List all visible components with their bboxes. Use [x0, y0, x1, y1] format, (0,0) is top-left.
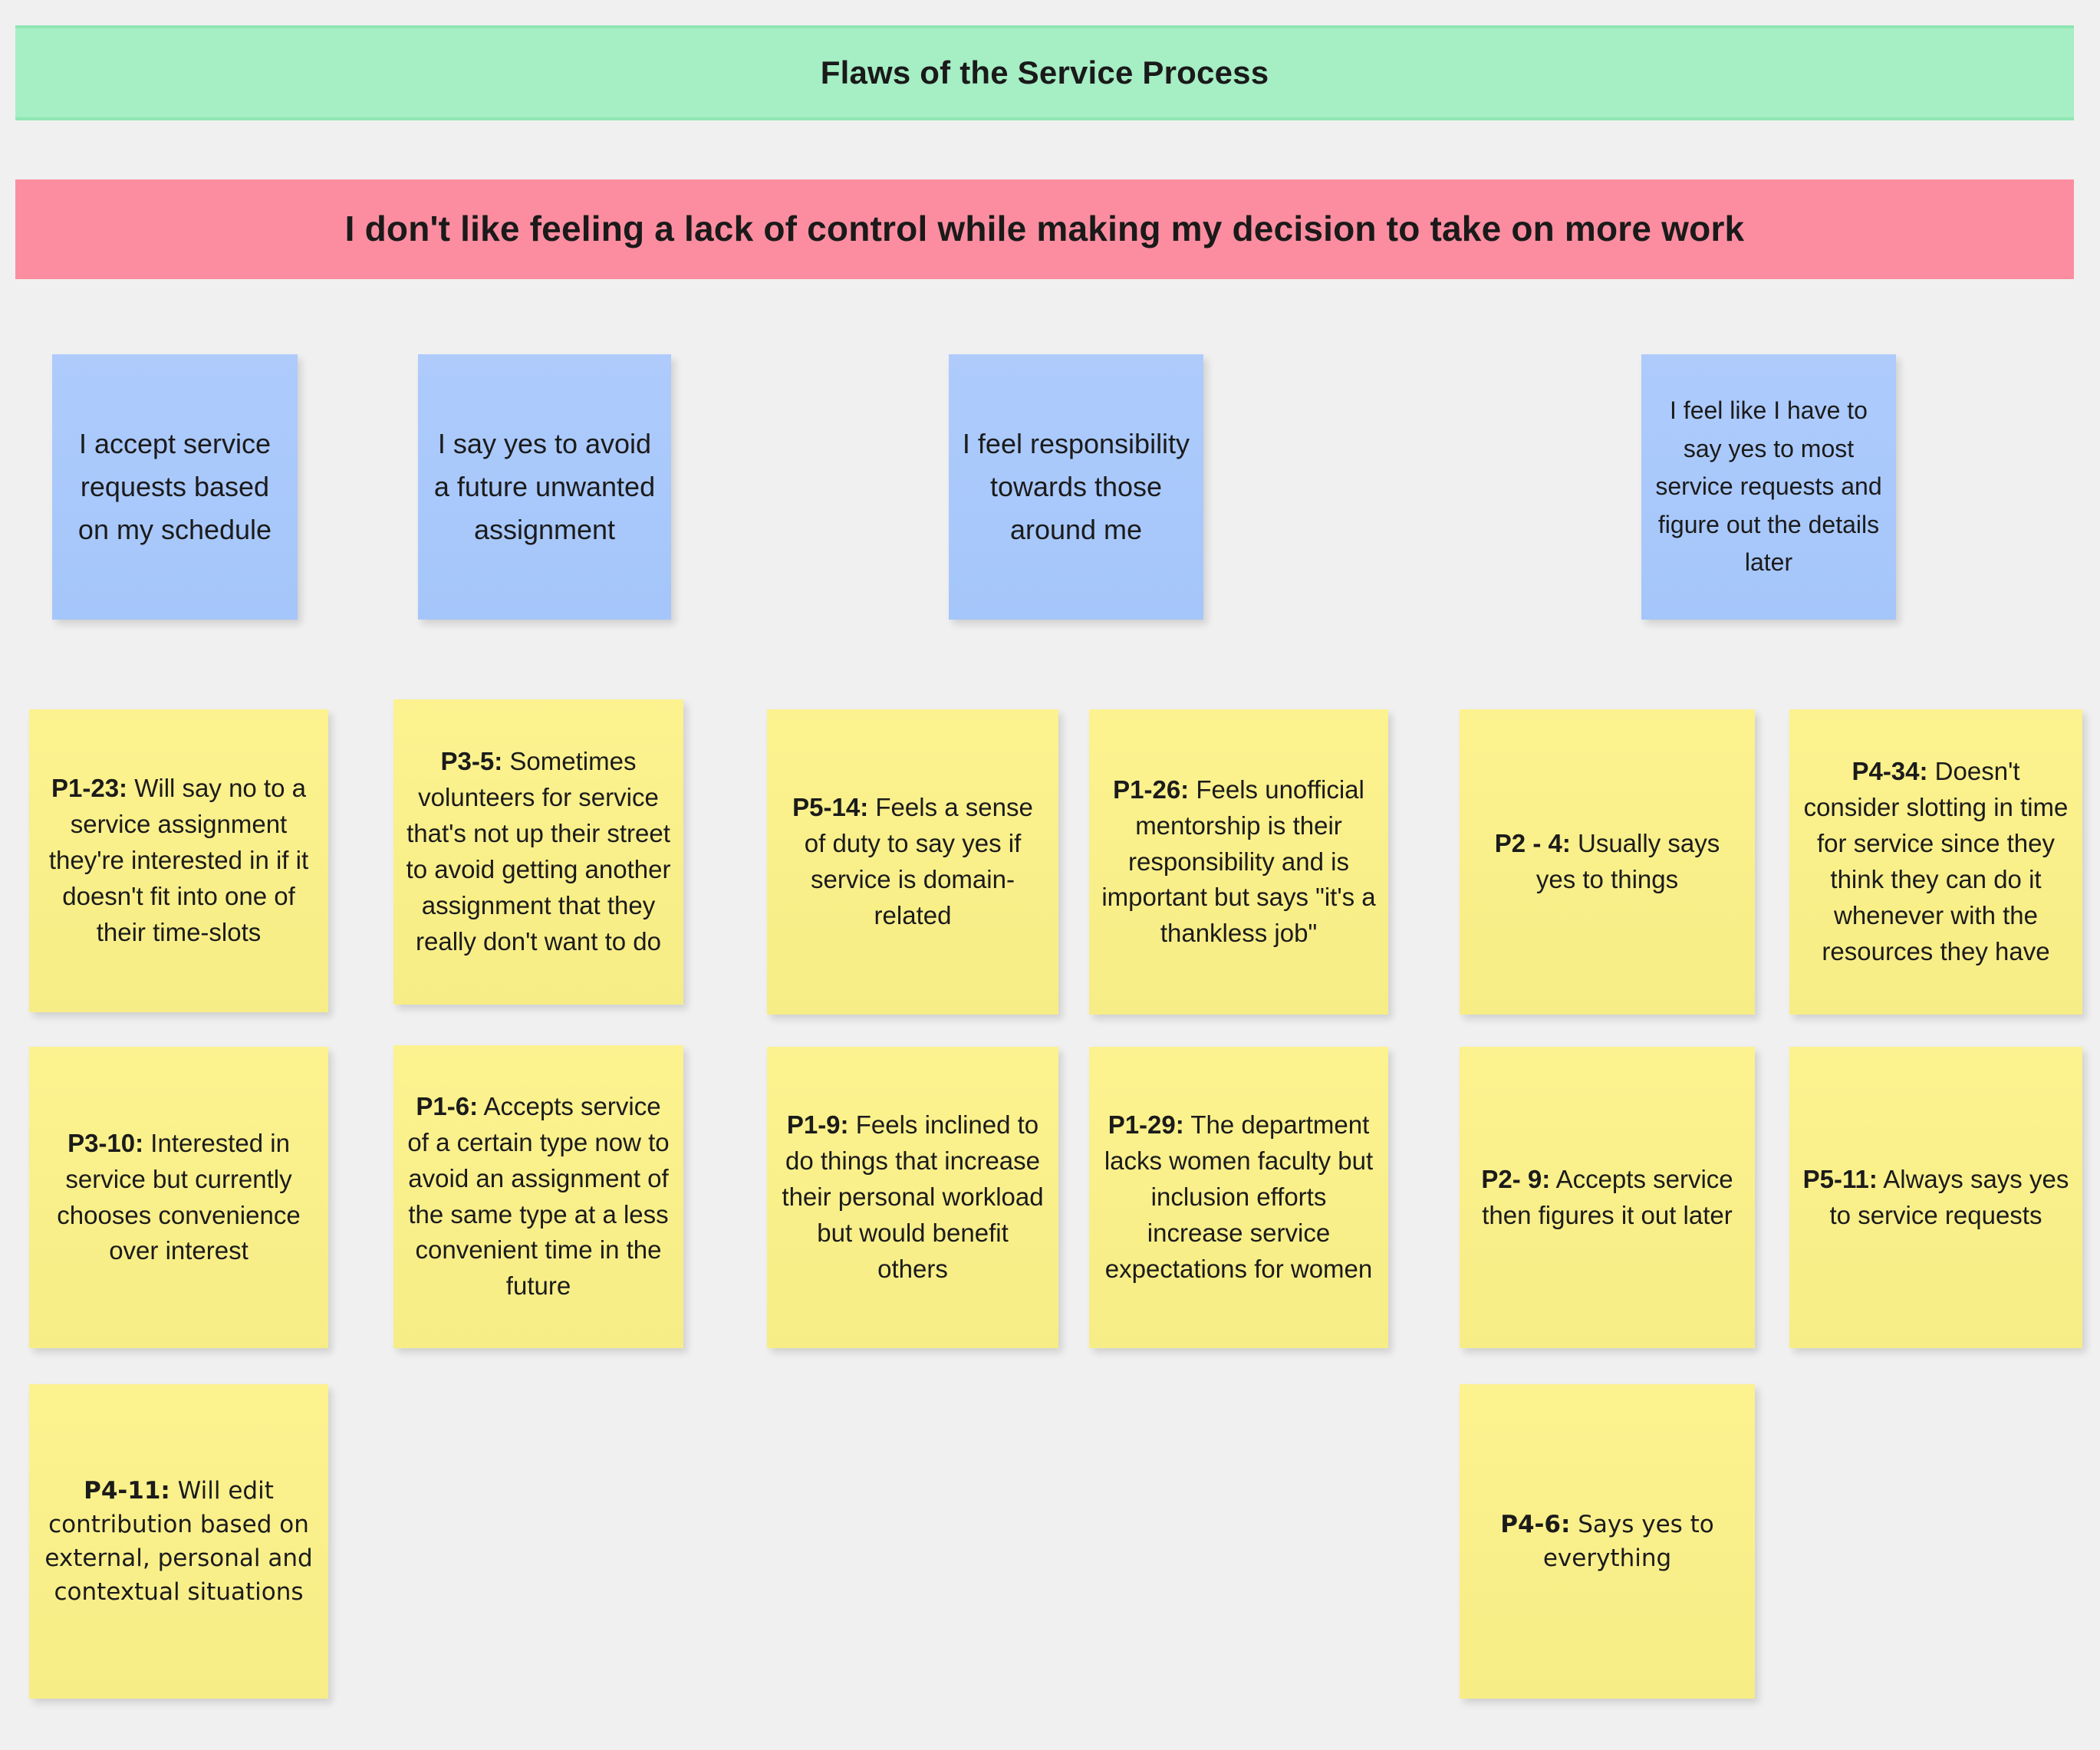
yellow-note-text: P5-11: Always says yes to service reques…	[1789, 1162, 2082, 1234]
participant-code: P2 - 4:	[1494, 829, 1571, 858]
yellow-note-text: P2 - 4: Usually says yes to things	[1460, 826, 1755, 898]
yellow-note-text: P3-5: Sometimes volunteers for service t…	[393, 744, 683, 959]
note-body: Usually says yes to things	[1536, 829, 1720, 893]
note-body: Says yes to everything	[1542, 1510, 1714, 1572]
yellow-note-text: P4-6: Says yes to everything	[1460, 1508, 1755, 1575]
yellow-note[interactable]: P4-6: Says yes to everything	[1460, 1384, 1755, 1699]
yellow-note[interactable]: P1-29: The department lacks women facult…	[1089, 1047, 1388, 1348]
yellow-note[interactable]: P2 - 4: Usually says yes to things	[1460, 709, 1755, 1015]
participant-code: P1-23:	[51, 774, 128, 803]
blue-note[interactable]: I accept service requests based on my sc…	[52, 354, 298, 620]
note-body: Sometimes volunteers for service that's …	[406, 747, 671, 956]
yellow-note[interactable]: P5-14: Feels a sense of duty to say yes …	[767, 709, 1058, 1015]
participant-code: P5-14:	[792, 793, 869, 822]
blue-note-text: I feel responsibility towards those arou…	[962, 428, 1190, 545]
note-body: Accepts service then figures it out late…	[1482, 1164, 1733, 1229]
yellow-note[interactable]: P2- 9: Accepts service then figures it o…	[1460, 1047, 1755, 1348]
participant-code: P4-34:	[1851, 757, 1928, 786]
note-body: Will edit contribution based on external…	[44, 1476, 313, 1607]
note-body: Always says yes to service requests	[1829, 1164, 2069, 1229]
yellow-note-text: P1-6: Accepts service of a certain type …	[393, 1089, 683, 1304]
blue-note-text: I feel like I have to say yes to most se…	[1655, 396, 1882, 577]
yellow-note-text: P5-14: Feels a sense of duty to say yes …	[767, 790, 1058, 933]
note-body: Feels unofficial mentorship is their res…	[1101, 775, 1376, 948]
participant-code: P4-6:	[1500, 1510, 1571, 1538]
note-body: Will say no to a service assignment they…	[48, 774, 309, 946]
blue-note-text: I say yes to avoid a future unwanted ass…	[433, 428, 656, 545]
insight-banner-label: I don't like feeling a lack of control w…	[344, 209, 1745, 249]
yellow-note[interactable]: P4-11: Will edit contribution based on e…	[29, 1384, 328, 1699]
yellow-note[interactable]: P1-23: Will say no to a service assignme…	[29, 709, 328, 1012]
insight-banner: I don't like feeling a lack of control w…	[15, 179, 2074, 279]
participant-code: P2- 9:	[1481, 1164, 1551, 1193]
participant-code: P3-5:	[440, 747, 503, 776]
yellow-note-text: P2- 9: Accepts service then figures it o…	[1460, 1162, 1755, 1234]
yellow-note[interactable]: P3-10: Interested in service but current…	[29, 1047, 328, 1348]
note-body: Feels inclined to do things that increas…	[782, 1110, 1044, 1283]
yellow-note-text: P4-34: Doesn't consider slotting in time…	[1789, 754, 2082, 969]
theme-banner: Flaws of the Service Process	[15, 25, 2074, 120]
note-body: Accepts service of a certain type now to…	[407, 1091, 670, 1301]
note-body: Interested in service but currently choo…	[57, 1128, 301, 1265]
participant-code: P1-6:	[416, 1091, 479, 1120]
participant-code: P4-11:	[84, 1476, 170, 1505]
yellow-note[interactable]: P1-9: Feels inclined to do things that i…	[767, 1047, 1058, 1348]
yellow-note-text: P3-10: Interested in service but current…	[29, 1126, 328, 1269]
note-body: Doesn't consider slotting in time for se…	[1803, 757, 2069, 965]
participant-code: P5-11:	[1802, 1164, 1878, 1193]
blue-note-text: I accept service requests based on my sc…	[77, 428, 272, 545]
yellow-note-text: P1-26: Feels unofficial mentorship is th…	[1089, 772, 1388, 952]
yellow-note[interactable]: P5-11: Always says yes to service reques…	[1789, 1047, 2082, 1348]
participant-code: P1-26:	[1113, 775, 1190, 804]
yellow-note-text: P4-11: Will edit contribution based on e…	[29, 1474, 328, 1609]
yellow-note-text: P1-9: Feels inclined to do things that i…	[767, 1107, 1058, 1287]
yellow-note[interactable]: P1-6: Accepts service of a certain type …	[393, 1045, 683, 1348]
yellow-note[interactable]: P1-26: Feels unofficial mentorship is th…	[1089, 709, 1388, 1015]
yellow-note-text: P1-23: Will say no to a service assignme…	[29, 771, 328, 950]
yellow-note[interactable]: P3-5: Sometimes volunteers for service t…	[393, 699, 683, 1005]
blue-note[interactable]: I feel like I have to say yes to most se…	[1641, 354, 1896, 620]
participant-code: P1-9:	[786, 1110, 849, 1140]
participant-code: P3-10:	[67, 1128, 144, 1157]
note-body: The department lacks women faculty but i…	[1104, 1110, 1374, 1283]
yellow-note-text: P1-29: The department lacks women facult…	[1089, 1107, 1388, 1287]
blue-note[interactable]: I feel responsibility towards those arou…	[949, 354, 1203, 620]
note-body: Feels a sense of duty to say yes if serv…	[804, 793, 1033, 929]
yellow-note[interactable]: P4-34: Doesn't consider slotting in time…	[1789, 709, 2082, 1015]
blue-note[interactable]: I say yes to avoid a future unwanted ass…	[418, 354, 671, 620]
theme-banner-label: Flaws of the Service Process	[820, 54, 1269, 90]
participant-code: P1-29:	[1108, 1110, 1184, 1140]
